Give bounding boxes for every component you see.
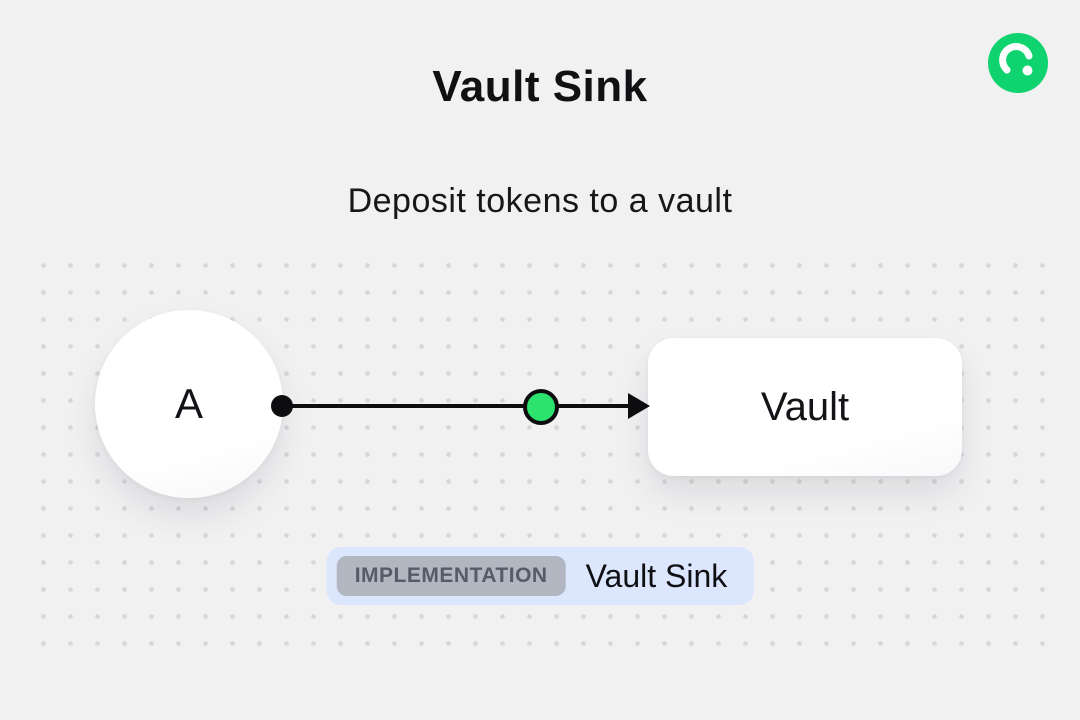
page-title: Vault Sink	[432, 62, 648, 111]
node-a-label: A	[174, 380, 203, 427]
node-a: A	[95, 310, 283, 498]
implementation-badge: IMPLEMENTATION Vault Sink	[326, 547, 754, 605]
node-vault-label: Vault	[760, 384, 850, 429]
implementation-label: Vault Sink	[585, 557, 728, 594]
page-subtitle: Deposit tokens to a vault	[347, 182, 733, 220]
brand-logo-icon	[988, 33, 1048, 93]
edge-mid-green-dot	[523, 389, 559, 425]
implementation-tag: IMPLEMENTATION	[336, 556, 566, 596]
node-vault: Vault	[648, 338, 962, 476]
edge-start-dot	[271, 395, 293, 417]
edge-arrowhead-icon	[628, 393, 650, 419]
edge-line	[282, 404, 632, 408]
